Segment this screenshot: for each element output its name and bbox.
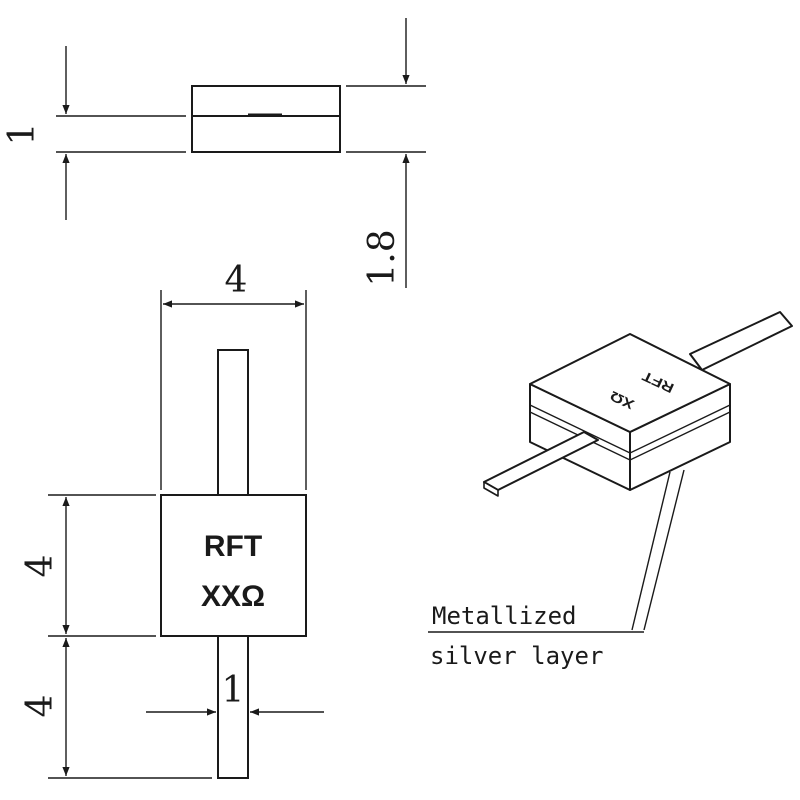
- iso-lead-front-tip: [483, 481, 499, 497]
- iso-body-top-face: [529, 333, 731, 433]
- side-view-body: [191, 85, 341, 153]
- iso-layer-line-lower: [529, 411, 731, 461]
- dim-label-lead-width: 1: [222, 670, 245, 711]
- callout-line-1: Metallized: [432, 602, 577, 630]
- dim-label-thickness: 1: [2, 123, 43, 146]
- dim-label-height: 1.8: [362, 229, 403, 286]
- dim-label-body-width: 4: [225, 260, 248, 301]
- isometric-view: RFT XΩ Metallized silver layer: [428, 311, 793, 670]
- marking-line-1: RFT: [204, 530, 262, 563]
- side-view: 1 1.8: [2, 18, 426, 288]
- top-lead-upper: [217, 349, 249, 496]
- callout-leader-2: [631, 471, 671, 631]
- iso-layer-line-upper: [529, 404, 731, 454]
- top-view: RFT XXΩ 4 4 4 1: [20, 260, 324, 779]
- iso-lead-back: [689, 311, 793, 371]
- dim-label-body-length: 4: [20, 555, 61, 578]
- top-view-body: [160, 494, 307, 637]
- callout-leader-1: [643, 469, 685, 631]
- callout-line-2: silver layer: [430, 642, 603, 670]
- marking-line-2: XXΩ: [201, 580, 265, 613]
- top-lead-lower: [217, 635, 249, 779]
- dim-label-lead-length: 4: [20, 695, 61, 718]
